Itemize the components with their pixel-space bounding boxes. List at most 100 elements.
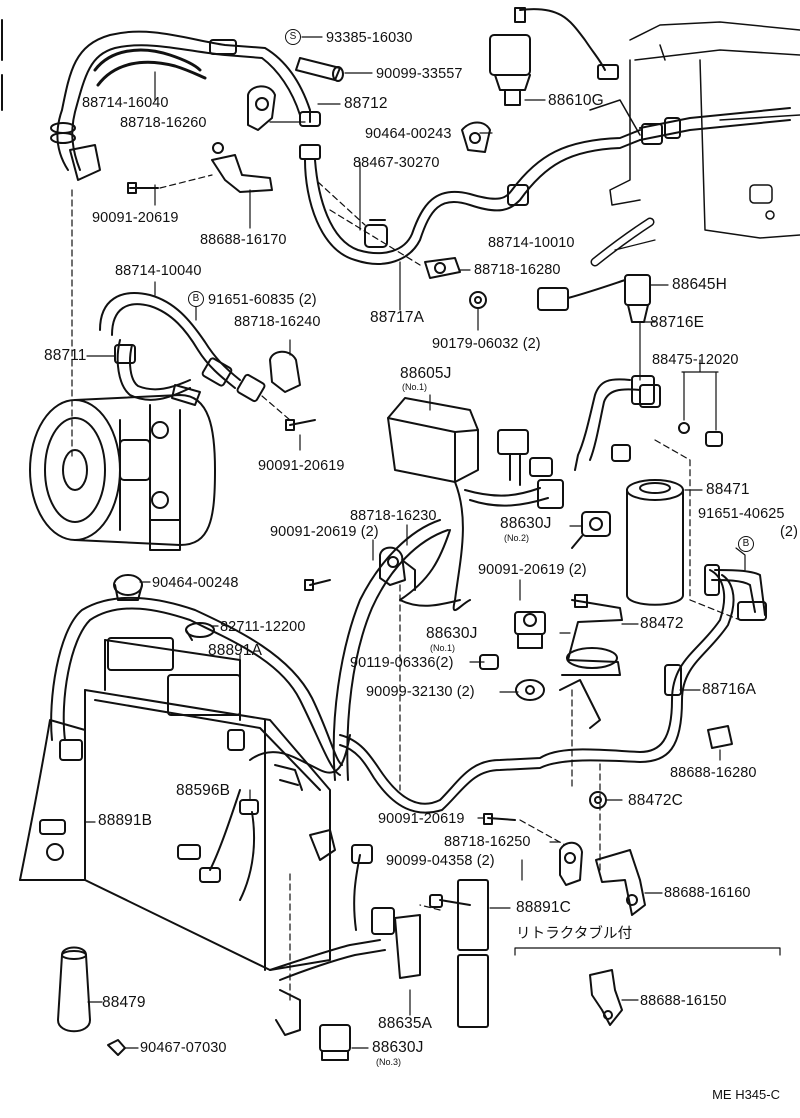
- bracket-88688-16170-shape: [211, 142, 273, 193]
- part-label-88630J-no2: 88630J: [500, 515, 552, 532]
- seal-88891C-shape: [457, 879, 489, 1028]
- part-label-90099-04358: 90099-04358 (2): [386, 853, 495, 869]
- condenser-bottom-pipe: [269, 939, 386, 1036]
- part-label-88688-16280: 88688-16280: [670, 765, 757, 781]
- part-label-88688-16150: 88688-16150: [640, 993, 727, 1009]
- part-label-90091-20619-b: 90091-20619: [258, 458, 345, 474]
- part-label-90467-07030: 90467-07030: [140, 1040, 227, 1056]
- valve-88467-30270-shape: [364, 219, 388, 248]
- part-label-88718-16230: 88718-16230: [350, 508, 437, 524]
- part-sublabel-88630J-no3: (No.3): [376, 1057, 402, 1067]
- switch-88630J-no1-shape: [514, 611, 546, 649]
- part-sublabel-88630J-no2: (No.2): [504, 533, 530, 543]
- hose-left-long: [50, 519, 449, 781]
- part-label-88605J: 88605J: [400, 365, 452, 382]
- part-label-88891B: 88891B: [98, 812, 153, 829]
- part-label-88688-16160: 88688-16160: [664, 885, 751, 901]
- part-label-91651-40625-qty: (2): [780, 524, 799, 540]
- part-label-88714-10040: 88714-10040: [115, 263, 202, 279]
- part-label-88718-16250: 88718-16250: [444, 834, 531, 850]
- compressor-shape: [29, 394, 216, 551]
- clamp-88718-16260-shape: [247, 85, 276, 131]
- part-label-88891A: 88891A: [208, 642, 263, 659]
- switch-88630J-no2-shape: [571, 511, 611, 549]
- part-label-88472: 88472: [640, 615, 684, 632]
- diagram-code: ME H345-C: [712, 1087, 780, 1102]
- part-label-90464-00243: 90464-00243: [365, 126, 452, 142]
- part-label-88714-10010: 88714-10010: [488, 235, 575, 251]
- part-label-90091-20619-c: 90091-20619 (2): [270, 524, 379, 540]
- part-label-88716A: 88716A: [702, 681, 757, 698]
- note-retractable: リトラクタブル付: [516, 926, 633, 942]
- wiring-88596B-shape: [177, 729, 336, 901]
- part-label-90091-20619-e: 90091-20619: [378, 811, 465, 827]
- part-label-90464-00248: 90464-00248: [152, 575, 239, 591]
- bolt-a-shape: [127, 182, 159, 194]
- part-label-88716E: 88716E: [650, 314, 705, 331]
- part-label-88711: 88711: [44, 347, 87, 364]
- part-label-91651-60835: 91651-60835 (2): [208, 292, 317, 308]
- pipe-section-90099-33557-shape: [295, 57, 344, 82]
- liquid-pipe-88717A: [299, 107, 791, 265]
- part-label-88610G: 88610G: [548, 92, 604, 109]
- cushion-90099-32130-shape: [515, 679, 545, 701]
- part-label-88596B: 88596B: [176, 782, 231, 799]
- part-label-90099-32130: 90099-32130 (2): [366, 684, 475, 700]
- part-label-93385-16030: 93385-16030: [326, 30, 413, 46]
- discharge-hose-88711: [99, 292, 266, 406]
- part-label-90179-06032: 90179-06032 (2): [432, 336, 541, 352]
- part-label-88645H: 88645H: [672, 276, 727, 293]
- part-label-88718-16280: 88718-16280: [474, 262, 561, 278]
- standard-part-marker-b: B: [188, 291, 204, 307]
- hose-88714-10010-shape: [590, 217, 655, 267]
- part-label-90099-33557: 90099-33557: [376, 66, 463, 82]
- pressure-switch-88635A-shape: [351, 844, 471, 979]
- relay-box-88605J-shape: [387, 397, 479, 612]
- part-label-88718-16240: 88718-16240: [234, 314, 321, 330]
- switch-88610G-shape: [489, 7, 619, 106]
- part-label-88891C: 88891C: [516, 899, 571, 916]
- part-label-88475-12020: 88475-12020: [652, 352, 739, 368]
- clip-90467-shape: [107, 1039, 126, 1056]
- band-82711-shape: [185, 622, 215, 641]
- wiring-harness-shape: [399, 429, 564, 607]
- bracket-88472-shape: [559, 594, 623, 729]
- part-label-90091-20619-d: 90091-20619 (2): [478, 562, 587, 578]
- part-label-88467-30270: 88467-30270: [353, 155, 440, 171]
- switch-88645H-shape: [537, 274, 651, 323]
- part-label-88472C: 88472C: [628, 792, 683, 809]
- leader-lines: [84, 36, 781, 1049]
- part-label-88635A: 88635A: [378, 1015, 433, 1032]
- part-label-88471: 88471: [706, 481, 750, 498]
- part-label-88712: 88712: [344, 95, 388, 112]
- clamp-88718-16240-shape: [269, 350, 301, 393]
- engine-block-outline: [589, 21, 800, 239]
- cover-88479-shape: [57, 946, 91, 1033]
- part-label-90091-20619-a: 90091-20619: [92, 210, 179, 226]
- part-label-88630J-no3: 88630J: [372, 1039, 424, 1056]
- part-label-82711-12200: 82711-12200: [220, 619, 306, 635]
- part-label-88688-16170: 88688-16170: [200, 232, 287, 248]
- condenser-88891B-shape: [19, 637, 331, 971]
- part-label-88714-16040: 88714-16040: [82, 95, 169, 111]
- switch-88630J-no3-shape: [319, 1024, 351, 1061]
- bracket-88688-16280-shape: [707, 725, 733, 749]
- pipe-88716E-shape: [574, 375, 661, 471]
- clamp-90464-00243-shape: [461, 121, 491, 153]
- part-label-88717A: 88717A: [370, 309, 425, 326]
- bracket-88688-16150-shape: [589, 969, 623, 1026]
- o-ring-88475-shape: [678, 422, 723, 447]
- bolt-88472C-shape: [589, 791, 607, 809]
- part-label-91651-40625: 91651-40625: [698, 506, 785, 522]
- clamp-88718-16230-shape: [304, 546, 416, 591]
- clamp-88718-16250-shape: [483, 813, 583, 886]
- receiver-dryer-88471-shape: [626, 479, 684, 606]
- part-sublabel-88630J-no1: (No.1): [430, 643, 456, 653]
- clamp-90464-00248-shape: [113, 574, 143, 601]
- assembly-dashed-lines: [71, 174, 741, 1001]
- part-sublabel-88605J: (No.1): [402, 382, 428, 392]
- suction-hose-upper: [50, 30, 321, 181]
- standard-part-marker-s: S: [285, 29, 301, 45]
